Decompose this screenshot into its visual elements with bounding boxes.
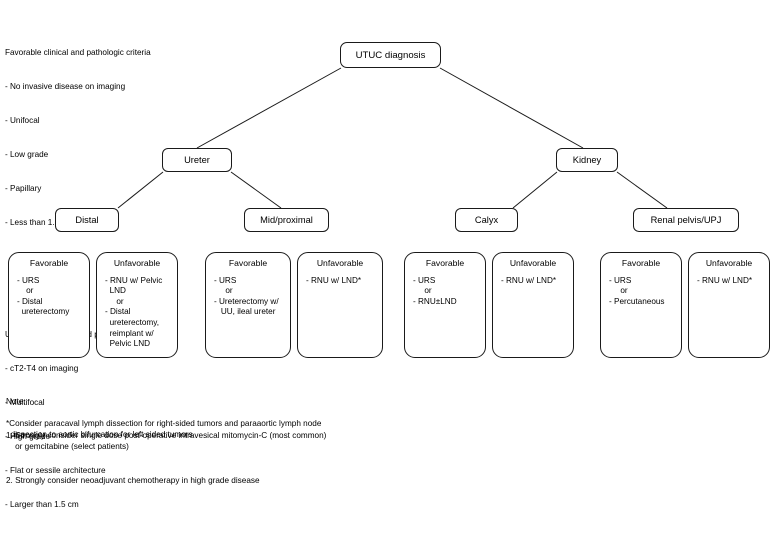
treatment-box[interactable]: Favorable - URS or - RNU±LND — [404, 252, 486, 358]
node-utuc-diagnosis[interactable]: UTUC diagnosis — [340, 42, 441, 68]
treatment-box-body: - RNU w/ LND* — [501, 275, 557, 285]
node-distal-label: Distal — [75, 215, 99, 225]
treatment-box-body: - URS or - RNU±LND — [413, 275, 457, 306]
treatment-box-body: - URS or - Ureterectomy w/ UU, ileal ure… — [214, 275, 279, 317]
treatment-box[interactable]: Unfavorable - RNU w/ LND* — [688, 252, 770, 358]
favorable-criteria-item: - Low grade — [5, 149, 49, 159]
node-distal[interactable]: Distal — [55, 208, 119, 232]
treatment-box-body: - RNU w/ LND* — [697, 275, 753, 285]
favorable-criteria-item: - No invasive disease on imaging — [5, 82, 126, 92]
treatment-box-body: - RNU w/ Pelvic LND or - Distal ureterec… — [105, 275, 163, 349]
favorable-criteria-item: - Papillary — [5, 183, 42, 193]
node-ureter[interactable]: Ureter — [162, 148, 232, 172]
unfavorable-criteria-item: - High grade — [5, 431, 51, 441]
treatment-box-body: - URS or - Distal ureterectomy — [17, 275, 70, 317]
node-calyx-label: Calyx — [474, 215, 499, 225]
treatment-box[interactable]: Unfavorable - RNU w/ LND* — [492, 252, 574, 358]
notes-block: Note: 1. Strongly consider single dose p… — [6, 374, 566, 508]
node-renal-pelvis-upj[interactable]: Renal pelvis/UPJ — [633, 208, 739, 232]
favorable-criteria-item: - Unifocal — [5, 115, 40, 125]
treatment-box-heading: Favorable — [228, 258, 268, 268]
treatment-box[interactable]: Unfavorable - RNU w/ Pelvic LND or - Dis… — [96, 252, 178, 358]
treatment-box-heading: Unfavorable — [705, 258, 753, 268]
node-kidney[interactable]: Kidney — [556, 148, 618, 172]
treatment-box[interactable]: Favorable - URS or - Ureterectomy w/ UU,… — [205, 252, 291, 358]
node-calyx[interactable]: Calyx — [455, 208, 518, 232]
treatment-box[interactable]: Favorable - URS or - Distal ureterectomy — [8, 252, 90, 358]
unfavorable-criteria-item: - Multifocal — [5, 398, 45, 408]
node-mid-proximal-label: Mid/proximal — [260, 215, 313, 225]
node-kidney-label: Kidney — [572, 155, 602, 165]
favorable-criteria-item: - Less than 1.5 cm — [5, 217, 73, 227]
treatment-box-body: - RNU w/ LND* — [306, 275, 362, 285]
treatment-box-heading: Favorable — [621, 258, 661, 268]
treatment-box[interactable]: Favorable - URS or - Percutaneous — [600, 252, 682, 358]
node-utuc-diagnosis-label: UTUC diagnosis — [355, 49, 426, 61]
unfavorable-criteria-item: - cT2-T4 on imaging — [5, 364, 79, 374]
notes-title: Note: — [6, 397, 26, 407]
flowchart-canvas: Favorable clinical and pathologic criter… — [5, 25, 770, 509]
node-mid-proximal[interactable]: Mid/proximal — [244, 208, 329, 232]
notes-item: 2. Strongly consider neoadjuvant chemoth… — [6, 475, 260, 485]
treatment-box-heading: Unfavorable — [316, 258, 364, 268]
favorable-criteria-group: Favorable clinical and pathologic criter… — [5, 25, 235, 251]
favorable-criteria-title: Favorable clinical and pathologic criter… — [5, 48, 151, 58]
treatment-box-heading: Favorable — [425, 258, 465, 268]
treatment-box[interactable]: Unfavorable - RNU w/ LND* — [297, 252, 383, 358]
treatment-box-heading: Unfavorable — [509, 258, 557, 268]
asterisk-footnote: *Consider paracaval lymph dissection for… — [6, 419, 322, 440]
node-ureter-label: Ureter — [184, 155, 210, 165]
treatment-box-body: - URS or - Percutaneous — [609, 275, 665, 306]
node-renal-pelvis-upj-label: Renal pelvis/UPJ — [650, 215, 722, 225]
treatment-box-heading: Favorable — [29, 258, 69, 268]
treatment-box-heading: Unfavorable — [113, 258, 161, 268]
